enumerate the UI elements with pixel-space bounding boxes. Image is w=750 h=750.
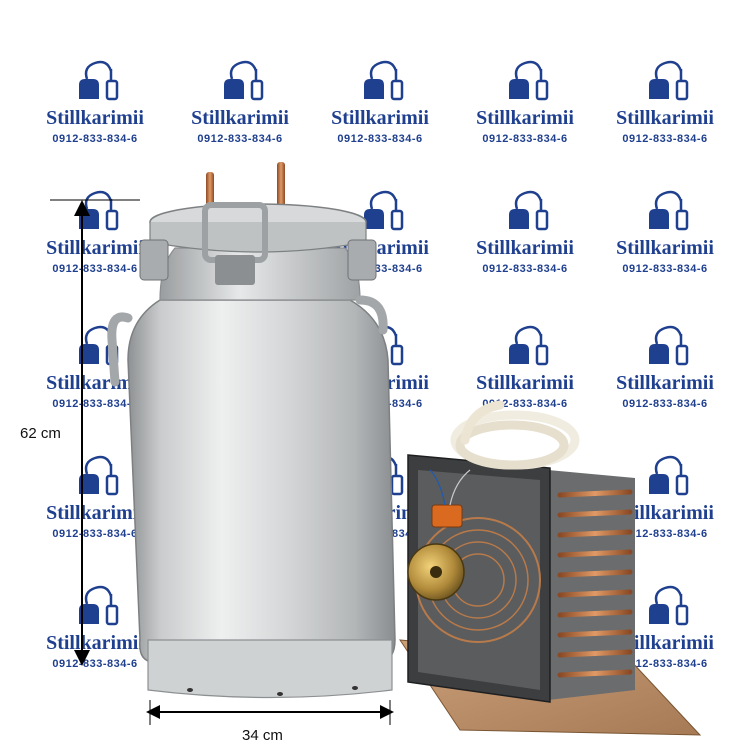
watermark-brand: Stillkarimii: [476, 237, 574, 259]
watermark-tile: Stillkarimii 0912-833-834-6: [180, 55, 300, 146]
watermark-brand: Stillkarimii: [46, 107, 144, 129]
watermark-phone: 0912-833-834-6: [197, 133, 283, 145]
fan-cooled-copper-condenser: [407, 454, 635, 703]
watermark-phone: 0912-833-834-6: [52, 263, 138, 275]
watermark-brand: Stillkarimii: [616, 107, 714, 129]
watermark-tile: Stillkarimii 0912-833-834-6: [465, 185, 585, 276]
still-flask-icon: [509, 325, 549, 366]
watermark-tile: Stillkarimii 0912-833-834-6: [35, 450, 155, 541]
still-flask-icon: [649, 60, 689, 101]
still-flask-icon: [649, 585, 689, 626]
height-dimension-label: 62 cm: [20, 425, 61, 442]
still-flask-icon: [509, 190, 549, 231]
watermark-tile: Stillkarimii 0912-833-834-6: [605, 450, 725, 541]
watermark-tile: Stillkarimii 0912-833-834-6: [465, 320, 585, 411]
watermark-tile: Stillkarimii 0912-833-834-6: [35, 55, 155, 146]
still-flask-icon: [79, 60, 119, 101]
watermark-tile: Stillkarimii 0912-833-834-6: [35, 580, 155, 671]
watermark-phone: 0912-833-834-6: [52, 528, 138, 540]
watermark-phone: 0912-833-834-6: [622, 658, 708, 670]
watermark-brand: Stillkarimii: [46, 632, 144, 654]
watermark-tile: Stillkarimii 0912-833-834-6: [605, 55, 725, 146]
watermark-phone: 0912-833-834-6: [52, 658, 138, 670]
watermark-tile: Stillkarimii 0912-833-834-6: [605, 320, 725, 411]
still-flask-icon: [649, 325, 689, 366]
watermark-brand: Stillkarimii: [46, 237, 144, 259]
width-dimension-label: 34 cm: [242, 727, 283, 744]
still-flask-icon: [509, 60, 549, 101]
watermark-phone: 0912-833-834-6: [622, 398, 708, 410]
width-dimension-arrow: [146, 700, 394, 725]
still-flask-icon: [224, 60, 264, 101]
watermark-tile: Stillkarimii 0912-833-834-6: [35, 320, 155, 411]
watermark-brand: Stillkarimii: [616, 632, 714, 654]
watermark-phone: 0912-833-834-6: [482, 133, 568, 145]
watermark-phone: 0912-833-834-6: [622, 528, 708, 540]
watermark-brand: Stillkarimii: [476, 107, 574, 129]
still-flask-icon: [79, 455, 119, 496]
watermark-phone: 0912-833-834-6: [482, 263, 568, 275]
watermark-phone: 0912-833-834-6: [52, 398, 138, 410]
watermark-brand: Stillkarimii: [616, 237, 714, 259]
watermark-brand: Stillkarimii: [616, 502, 714, 524]
still-flask-icon: [79, 585, 119, 626]
watermark-tile: Stillkarimii 0912-833-834-6: [465, 55, 585, 146]
watermark-tile: Stillkarimii 0912-833-834-6: [320, 55, 440, 146]
height-dimension-arrow: [50, 199, 140, 666]
still-flask-icon: [364, 60, 404, 101]
watermark-tile: Stillkarimii 0912-833-834-6: [605, 580, 725, 671]
watermark-brand: Stillkarimii: [46, 372, 144, 394]
still-flask-icon: [649, 455, 689, 496]
watermark-phone: 0912-833-834-6: [52, 133, 138, 145]
watermark-phone: 0912-833-834-6: [622, 263, 708, 275]
watermark-phone: 0912-833-834-6: [337, 133, 423, 145]
aluminum-milk-can: [107, 162, 396, 699]
watermark-phone: 0912-833-834-6: [622, 133, 708, 145]
watermark-tile: Stillkarimii 0912-833-834-6: [605, 185, 725, 276]
still-flask-icon: [364, 190, 404, 231]
watermark-brand: Stillkarimii: [476, 372, 574, 394]
silicone-tubing-coil: [450, 400, 580, 470]
watermark-brand: Stillkarimii: [616, 372, 714, 394]
watermark-brand: Stillkarimii: [191, 107, 289, 129]
still-flask-icon: [649, 190, 689, 231]
watermark-brand: Stillkarimii: [46, 502, 144, 524]
watermark-brand: Stillkarimii: [331, 107, 429, 129]
